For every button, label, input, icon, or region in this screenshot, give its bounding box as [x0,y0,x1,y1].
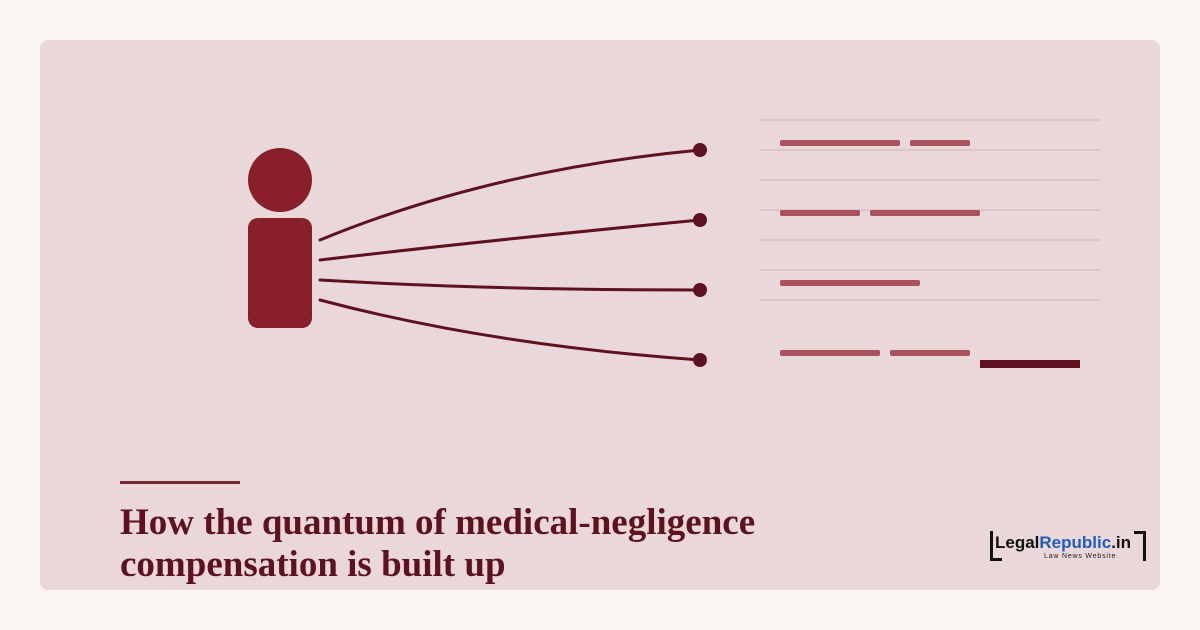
logo-bracket-right [1134,531,1146,561]
accent-rule [120,481,240,484]
headline-line-1: How the quantum of medical-negligence [120,502,756,543]
nodes [693,143,707,367]
headline: How the quantum of medical-negligence co… [120,502,780,586]
connectors [318,148,702,362]
emphasis-bar [980,360,1080,368]
text-bar-7 [890,350,970,356]
text-placeholder-bars [780,140,1080,368]
illustration-card: How the quantum of medical-negligence co… [40,40,1160,590]
logo-republic: Republic [1039,533,1112,552]
person-body [248,218,312,328]
logo-tagline: Law News Website [1044,553,1117,560]
text-bar-1 [780,140,900,146]
person-head [248,148,312,212]
logo-legal: Legal [995,533,1040,552]
node-3 [693,283,707,297]
connector-1 [318,148,702,242]
node-2 [693,213,707,227]
text-bar-4 [870,210,980,216]
logo-bracket-left [990,531,1002,561]
logo-tld: .in [1111,533,1132,552]
connector-2 [318,218,702,262]
legalrepublic-logo[interactable]: LegalRepublic.in Law News Website [990,531,1150,561]
text-bar-6 [780,350,880,356]
text-bar-5 [780,280,920,286]
compensation-diagram [248,119,1100,368]
text-bar-3 [780,210,860,216]
node-4 [693,353,707,367]
node-1 [693,143,707,157]
connector-4 [318,298,702,362]
connector-3 [318,278,702,292]
person-icon [248,148,312,328]
text-bar-2 [910,140,970,146]
logo-wordmark: LegalRepublic.in [995,533,1131,553]
headline-line-2: compensation is built up [120,544,506,585]
